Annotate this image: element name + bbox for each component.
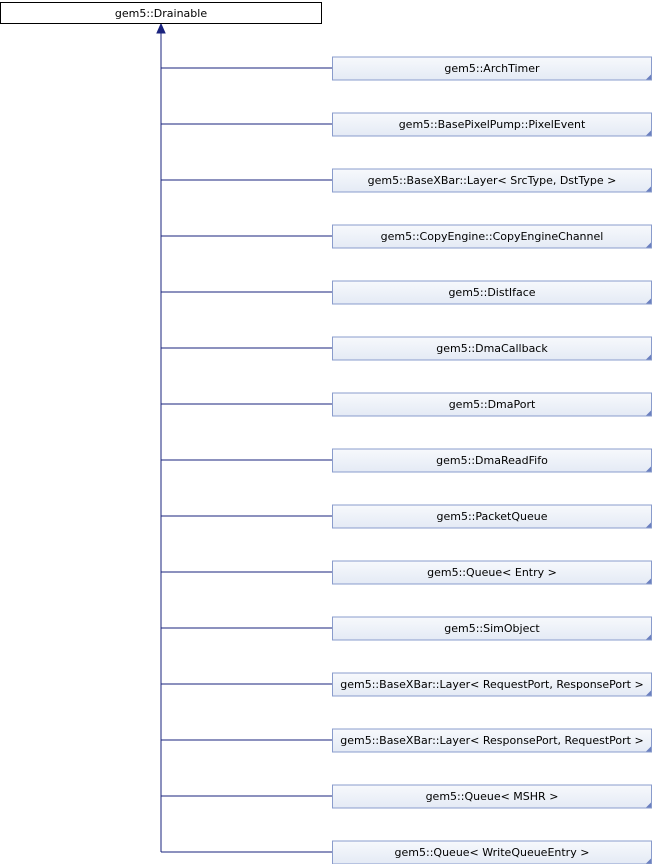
derived-class-label: gem5::DmaReadFifo — [436, 454, 548, 467]
derived-class-label: gem5::PacketQueue — [437, 510, 548, 523]
derived-class-box — [332, 224, 652, 249]
inheritance-arrowhead — [156, 22, 166, 34]
derived-class-box — [332, 616, 652, 641]
derived-class-box — [332, 280, 652, 305]
derived-class-label: gem5::DistIface — [448, 286, 535, 299]
collapsed-indicator-icon — [646, 578, 651, 584]
derived-class-label: gem5::SimObject — [444, 622, 540, 635]
collapsed-indicator-icon — [646, 410, 651, 416]
derived-class-node[interactable]: gem5::Queue< Entry > — [332, 560, 652, 585]
derived-class-label: gem5::ArchTimer — [444, 62, 540, 75]
derived-class-label: gem5::DmaCallback — [436, 342, 548, 355]
collapsed-indicator-icon — [646, 690, 651, 696]
derived-class-box — [332, 336, 652, 361]
collapsed-indicator-icon — [646, 242, 651, 248]
derived-class-box — [332, 504, 652, 529]
collapsed-indicator-icon — [646, 130, 651, 136]
derived-class-node[interactable]: gem5::DmaCallback — [332, 336, 652, 361]
collapsed-indicator-icon — [646, 298, 651, 304]
collapsed-indicator-icon — [646, 466, 651, 472]
derived-class-node[interactable]: gem5::DistIface — [332, 280, 652, 305]
inheritance-edges — [156, 22, 332, 853]
derived-class-node[interactable]: gem5::CopyEngine::CopyEngineChannel — [332, 224, 652, 249]
collapsed-indicator-icon — [646, 74, 651, 80]
collapsed-indicator-icon — [646, 186, 651, 192]
derived-class-node[interactable]: gem5::Queue< WriteQueueEntry > — [332, 840, 652, 864]
derived-class-node[interactable]: gem5::ArchTimer — [332, 56, 652, 81]
derived-class-box — [332, 840, 652, 864]
derived-class-box — [332, 448, 652, 473]
derived-class-node[interactable]: gem5::BasePixelPump::PixelEvent — [332, 112, 652, 137]
derived-class-box — [332, 560, 652, 585]
derived-class-label: gem5::BaseXBar::Layer< SrcType, DstType … — [368, 174, 617, 187]
derived-class-node[interactable]: gem5::DmaReadFifo — [332, 448, 652, 473]
derived-class-label: gem5::BaseXBar::Layer< ResponsePort, Req… — [340, 734, 643, 747]
collapsed-indicator-icon — [646, 354, 651, 360]
derived-class-label: gem5::CopyEngine::CopyEngineChannel — [381, 230, 604, 243]
derived-class-box — [332, 392, 652, 417]
derived-class-box — [332, 672, 652, 697]
derived-class-node[interactable]: gem5::BaseXBar::Layer< SrcType, DstType … — [332, 168, 652, 193]
root-node[interactable]: gem5::Drainable — [0, 2, 322, 24]
derived-class-node[interactable]: gem5::BaseXBar::Layer< ResponsePort, Req… — [332, 728, 652, 753]
derived-class-node[interactable]: gem5::Queue< MSHR > — [332, 784, 652, 809]
collapsed-indicator-icon — [646, 802, 651, 808]
derived-class-box — [332, 56, 652, 81]
derived-class-label: gem5::Queue< WriteQueueEntry > — [395, 846, 590, 859]
collapsed-indicator-icon — [646, 522, 651, 528]
derived-class-list: gem5::ArchTimergem5::BasePixelPump::Pixe… — [332, 56, 652, 864]
derived-class-box — [332, 784, 652, 809]
root-node-label: gem5::Drainable — [115, 7, 207, 20]
derived-class-label: gem5::BaseXBar::Layer< RequestPort, Resp… — [340, 678, 643, 691]
derived-class-node[interactable]: gem5::SimObject — [332, 616, 652, 641]
derived-class-label: gem5::BasePixelPump::PixelEvent — [399, 118, 586, 131]
collapsed-indicator-icon — [646, 746, 651, 752]
collapsed-indicator-icon — [646, 634, 651, 640]
derived-class-label: gem5::DmaPort — [449, 398, 536, 411]
collapsed-indicator-icon — [646, 858, 651, 864]
derived-class-label: gem5::Queue< Entry > — [427, 566, 557, 579]
derived-class-box — [332, 112, 652, 137]
derived-class-box — [332, 728, 652, 753]
derived-class-node[interactable]: gem5::DmaPort — [332, 392, 652, 417]
derived-class-box — [332, 168, 652, 193]
derived-class-node[interactable]: gem5::PacketQueue — [332, 504, 652, 529]
derived-class-node[interactable]: gem5::BaseXBar::Layer< RequestPort, Resp… — [332, 672, 652, 697]
derived-class-label: gem5::Queue< MSHR > — [426, 790, 559, 803]
